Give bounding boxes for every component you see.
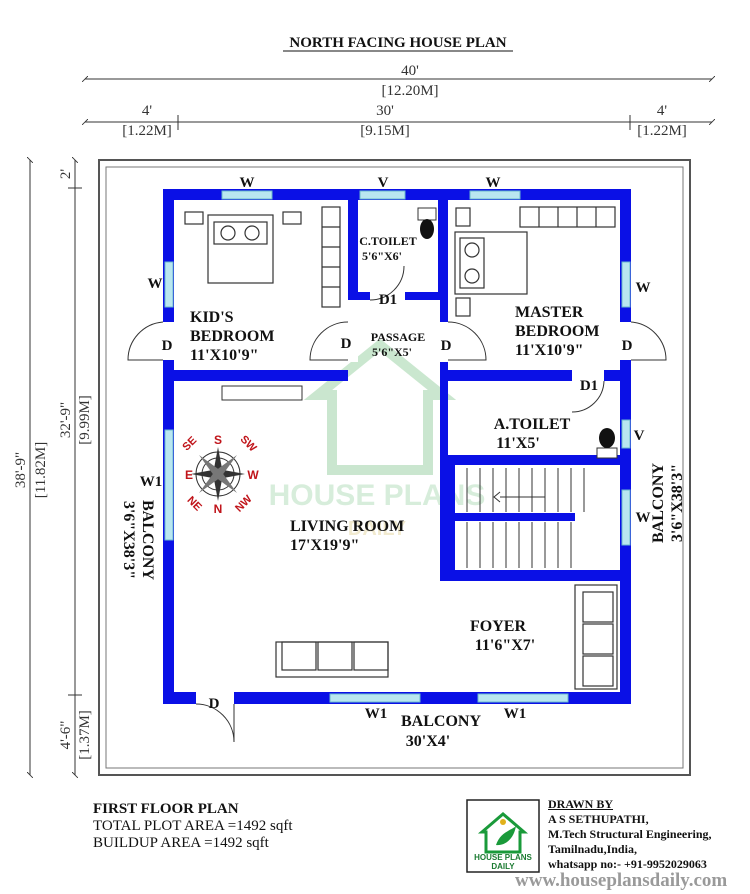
passage-size: 5'6"X5' (372, 345, 412, 359)
floor-title: FIRST FLOOR PLAN (93, 801, 239, 817)
logo-text-1: HOUSE PLANS (474, 853, 532, 862)
label-w1-bottom-right: W1 (504, 706, 527, 722)
master-bed (454, 206, 616, 317)
balcony-left-name: BALCONY (139, 500, 156, 580)
label-d1-ctoilet: D1 (379, 292, 397, 308)
website-link[interactable]: www.houseplansdaily.com (515, 870, 728, 891)
ctoilet-size: 5'6"X6' (362, 249, 402, 263)
plot-area: TOTAL PLOT AREA =1492 sqft (93, 818, 293, 834)
a-toilet-wc (596, 428, 618, 459)
stairs (466, 468, 585, 568)
foyer-size: 11'6"X7' (475, 637, 535, 654)
label-window-kids-side: W (148, 276, 163, 292)
kids-bedroom-size: 11'X10'9" (190, 347, 258, 364)
plan-title: NORTH FACING HOUSE PLAN (289, 35, 506, 51)
logo-text-2: DAILY (491, 862, 515, 871)
balcony-height: 4'-6" (58, 721, 74, 750)
label-vent-atoilet: V (634, 428, 645, 444)
label-window-kids-top: W (240, 175, 255, 191)
living-room-size: 17'X19'9" (290, 537, 359, 554)
atoilet-size: 11'X5' (496, 435, 540, 452)
tv-unit (221, 385, 303, 401)
right-margin-ft: 4' (657, 103, 668, 119)
top-dimensions: 40' [12.20M] 4' [1.22M] 30' [9.15M] 4' [… (85, 63, 712, 139)
total-width-ft: 40' (401, 63, 419, 79)
label-door-master-right: D (622, 338, 633, 354)
windows (164, 190, 631, 703)
label-door-balcony: D (209, 696, 220, 712)
mid-width-m: [9.15M] (360, 123, 410, 139)
credits-name: A S SETHUPATHI, (548, 812, 649, 826)
main-height: 32'-9" (58, 402, 74, 438)
left-dimensions: 38'-9" [11.82M] 2' 32'-9" [9.99M] 4'-6" … (13, 160, 93, 775)
room-labels: KID'S BEDROOM 11'X10'9" C.TOILET 5'6"X6'… (120, 234, 686, 750)
label-window-master-side: W (636, 280, 651, 296)
sofa-foyer (574, 584, 618, 690)
sofa-living (275, 641, 389, 678)
living-room-name: LIVING ROOM (290, 518, 404, 535)
plot-boundary-inner (105, 166, 684, 769)
walls (163, 189, 631, 704)
label-d1-atoilet: D1 (580, 378, 598, 394)
master-bedroom-name-2: BEDROOM (515, 323, 599, 340)
ctoilet-name: C.TOILET (359, 234, 416, 248)
total-height-m: [11.82M] (33, 442, 49, 499)
mid-width-ft: 30' (376, 103, 394, 119)
label-door-kids-left: D (162, 338, 173, 354)
label-door-kids-right: D (341, 336, 352, 352)
balcony-left-size: 3'6"X38'3" (120, 501, 137, 579)
credits-heading: DRAWN BY (548, 797, 614, 811)
label-w1-left: W1 (140, 474, 163, 490)
passage-name: PASSAGE (371, 330, 425, 344)
balcony-bottom-name: BALCONY (401, 713, 481, 730)
top-gap: 2' (58, 169, 74, 180)
logo: HOUSE PLANS DAILY (466, 799, 540, 873)
left-margin-m: [1.22M] (122, 123, 172, 139)
kids-bed (184, 211, 302, 284)
opening-labels: W V W W W D D D D D1 D1 V W W1 D W1 W1 (140, 175, 651, 722)
credits-contact: whatsapp no:- +91-9952029063 (548, 857, 707, 871)
c-toilet-wc (417, 207, 437, 239)
foyer-name: FOYER (470, 618, 526, 635)
kids-bedroom-name-2: BEDROOM (190, 328, 274, 345)
buildup-area: BUILDUP AREA =1492 sqft (93, 835, 269, 851)
wardrobe (321, 206, 341, 308)
label-door-master-left: D (441, 338, 452, 354)
svg-text:SE: SE (180, 434, 199, 453)
atoilet-name: A.TOILET (494, 416, 571, 433)
floor-info: FIRST FLOOR PLAN TOTAL PLOT AREA =1492 s… (93, 801, 293, 852)
svg-text:NW: NW (233, 493, 255, 515)
balcony-height-m: [1.37M] (77, 710, 93, 760)
kids-bedroom-name-1: KID'S (190, 309, 234, 326)
svg-text:N: N (214, 502, 223, 516)
main-height-m: [9.99M] (77, 395, 93, 445)
svg-text:W: W (247, 468, 259, 482)
svg-text:DAILY: DAILY (348, 518, 407, 540)
total-height: 38'-9" (13, 452, 29, 488)
balcony-right-name: BALCONY (650, 463, 667, 543)
doors (127, 265, 667, 743)
balcony-right-size: 3'6"X38'3" (669, 464, 686, 542)
label-w1-bottom-left: W1 (365, 706, 388, 722)
svg-text:SW: SW (238, 433, 259, 454)
total-width-m: [12.20M] (381, 83, 438, 99)
svg-text:S: S (214, 433, 222, 447)
credits-location: Tamilnadu,India, (548, 842, 637, 856)
master-bedroom-name-1: MASTER (515, 304, 584, 321)
left-margin-ft: 4' (142, 103, 153, 119)
svg-text:NE: NE (184, 494, 203, 513)
compass-icon: S N E W SE SW NE NW (180, 433, 259, 516)
label-vent-ctoilet: V (378, 175, 389, 191)
balcony-bottom-size: 30'X4' (406, 733, 450, 750)
credits-qualification: M.Tech Structural Engineering, (548, 827, 712, 841)
plot-boundary-outer (98, 159, 691, 776)
svg-text:E: E (185, 468, 193, 482)
label-window-master-top: W (486, 175, 501, 191)
right-margin-m: [1.22M] (637, 123, 687, 139)
label-window-stair: W (636, 510, 651, 526)
master-bedroom-size: 11'X10'9" (515, 342, 583, 359)
credits: DRAWN BY A S SETHUPATHI, M.Tech Structur… (548, 797, 712, 872)
